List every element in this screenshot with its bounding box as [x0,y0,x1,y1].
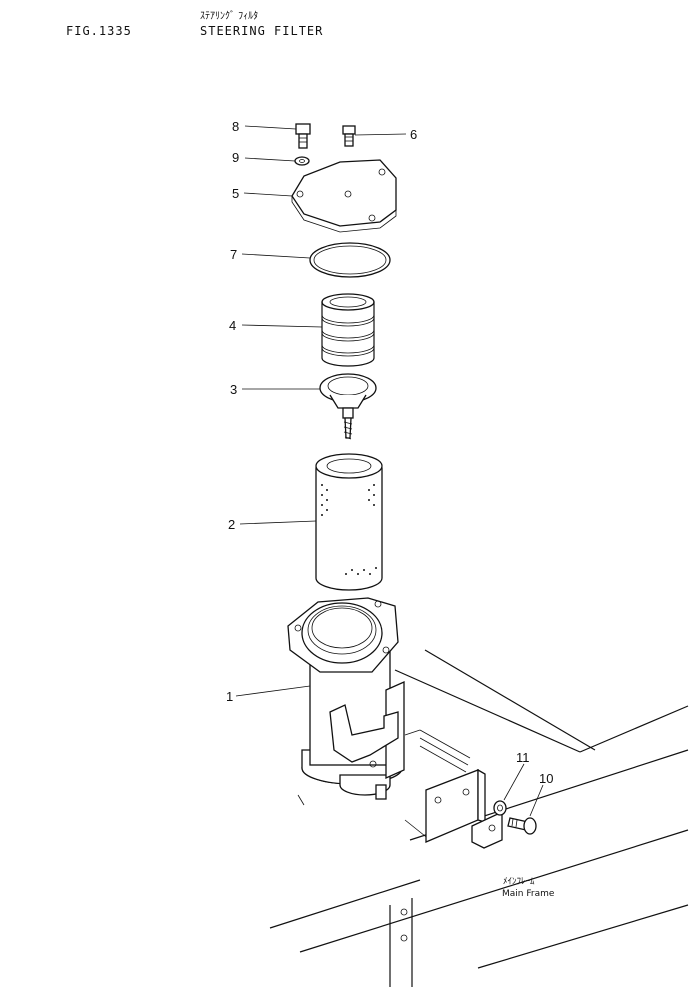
relief-valve-part-3 [319,373,377,440]
bolt-part-8 [295,123,311,149]
callout-2: 2 [228,517,235,532]
callout-1: 1 [226,689,233,704]
leader-lines [235,125,544,817]
callout-4: 4 [229,318,236,333]
figure-number: FIG.1335 [66,24,132,38]
washer-part-11 [493,800,507,816]
spring-part-4 [321,293,375,367]
bolt-part-10 [507,817,537,835]
main-frame-label-jp: ﾒｲﾝﾌﾚｰﾑ [503,877,535,887]
perforation-dots [321,484,377,575]
mounting-bracket [425,768,503,849]
callout-7: 7 [230,247,237,262]
callout-9: 9 [232,150,239,165]
callout-5: 5 [232,186,239,201]
washer-part-9 [294,156,310,166]
o-ring-part-7 [309,242,391,278]
main-frame-label-en: Main Frame [502,889,555,899]
callout-3: 3 [230,382,237,397]
plug-part-6 [342,125,356,147]
filter-housing-part-1 [287,597,405,806]
callout-10: 10 [539,771,553,786]
callout-6: 6 [410,127,417,142]
title-japanese: ｽﾃｱﾘﾝｸﾞ ﾌｨﾙﾀ [200,11,259,22]
cover-part-5 [291,159,397,233]
main-frame-drawing [269,649,689,987]
callout-8: 8 [232,119,239,134]
title-english: STEERING FILTER [200,24,324,38]
filter-element-part-2 [315,453,383,591]
callout-11: 11 [516,750,530,765]
